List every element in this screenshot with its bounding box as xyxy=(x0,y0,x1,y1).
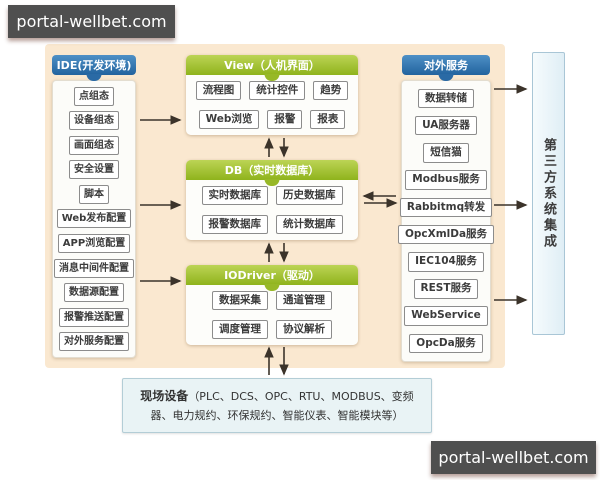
service-item: REST服务 xyxy=(413,279,479,299)
ide-item-list: 点组态设备组态画面组态安全设置脚本 Web发布配置 APP浏览配置消息中间件配置数据… xyxy=(52,80,136,358)
ide-section-header: IDE(开发环境) xyxy=(52,55,136,81)
db-section-title: DB（实时数据库） xyxy=(224,164,320,177)
service-item: OpcXmlDa服务 xyxy=(397,224,495,245)
db-item: 统计数据库 xyxy=(276,214,343,235)
service-item: IEC104服务 xyxy=(408,252,484,272)
services-section-header: 对外服务 xyxy=(402,55,490,81)
view-section-header: View（人机界面） xyxy=(186,55,358,81)
service-item: UA服务器 xyxy=(415,115,477,136)
iodriver-section: IODriver（驱动） 数据采集通道管理调度管理协议解析 xyxy=(186,265,358,345)
ide-item: 脚本 xyxy=(79,184,109,204)
iodriver-item: 通道管理 xyxy=(276,290,332,311)
field-devices-text: 现场设备（PLC、DCS、OPC、RTU、MODBUS、变频器、电力规约、环保规… xyxy=(135,386,419,425)
iodriver-section-title: IODriver（驱动） xyxy=(224,269,320,282)
service-item: OpcDa服务 xyxy=(409,333,483,354)
watermark-top-text: portal-wellbet.com xyxy=(16,12,167,31)
watermark-top: portal-wellbet.com xyxy=(8,5,175,38)
db-item: 报警数据库 xyxy=(201,214,268,235)
service-item: WebService xyxy=(404,306,488,327)
ide-item: 报警推送配置 xyxy=(59,307,129,327)
ide-item: APP浏览配置 xyxy=(57,234,131,254)
ide-item: 对外服务配置 xyxy=(59,332,129,352)
view-item: 流程图 xyxy=(195,80,242,101)
header-notch-icon xyxy=(264,74,280,81)
service-item: 数据转储 xyxy=(418,88,474,109)
view-item-list: 流程图统计控件趋势 Web浏览报警报表 xyxy=(186,75,358,135)
iodriver-item: 协议解析 xyxy=(276,319,332,340)
view-section: View（人机界面） 流程图统计控件趋势 Web浏览报警报表 xyxy=(186,55,358,135)
header-notch-icon xyxy=(86,74,102,81)
ide-item: 安全设置 xyxy=(69,160,119,180)
field-devices-label: 现场设备 xyxy=(140,388,189,403)
ide-item: 消息中间件配置 xyxy=(54,258,134,278)
iodriver-item: 调度管理 xyxy=(212,319,268,340)
ide-item: 画面组态 xyxy=(69,135,119,155)
view-item: Web浏览 xyxy=(198,109,260,130)
services-item-list: 数据转储 UA服务器短信猫 Modbus服务 Rabbitmq转发 OpcXmlDa服务… xyxy=(397,80,495,362)
ide-item: 数据源配置 xyxy=(64,283,124,303)
db-item-list: 实时数据库历史数据库报警数据库统计数据库 xyxy=(186,180,358,240)
db-item: 实时数据库 xyxy=(201,185,268,206)
header-notch-icon xyxy=(264,179,280,186)
service-item: Rabbitmq转发 xyxy=(399,197,493,218)
iodriver-item: 数据采集 xyxy=(212,290,268,311)
ide-item: 设备组态 xyxy=(69,111,119,131)
db-section: DB（实时数据库） 实时数据库历史数据库报警数据库统计数据库 xyxy=(186,160,358,240)
watermark-bottom: portal-wellbet.com xyxy=(431,441,596,474)
ide-item: 点组态 xyxy=(74,86,114,106)
db-item: 历史数据库 xyxy=(276,185,343,206)
service-item: 短信猫 xyxy=(423,143,469,163)
watermark-bottom-text: portal-wellbet.com xyxy=(438,448,589,467)
db-section-header: DB（实时数据库） xyxy=(186,160,358,186)
service-item: Modbus服务 xyxy=(405,170,487,190)
field-devices-detail: （PLC、DCS、OPC、RTU、MODBUS、变频器、电力规约、环保规约、智能… xyxy=(150,389,414,422)
view-item: 报表 xyxy=(310,109,346,130)
services-section-title: 对外服务 xyxy=(424,59,468,72)
field-devices-box: 现场设备（PLC、DCS、OPC、RTU、MODBUS、变频器、电力规约、环保规… xyxy=(122,378,432,433)
view-item: 趋势 xyxy=(313,80,349,101)
view-item: 报警 xyxy=(267,109,303,130)
ide-item: Web发布配置 xyxy=(56,209,132,229)
iodriver-section-header: IODriver（驱动） xyxy=(186,265,358,291)
view-section-title: View（人机界面） xyxy=(224,59,320,72)
header-notch-icon xyxy=(438,74,454,81)
iodriver-item-list: 数据采集通道管理调度管理协议解析 xyxy=(186,285,358,345)
header-notch-icon xyxy=(264,284,280,291)
ide-section-title: IDE(开发环境) xyxy=(56,59,132,72)
third-party-system-box: 第三方系统集成 xyxy=(532,52,565,335)
view-item: 统计控件 xyxy=(249,80,306,101)
third-party-system-label: 第三方系统集成 xyxy=(541,137,556,250)
